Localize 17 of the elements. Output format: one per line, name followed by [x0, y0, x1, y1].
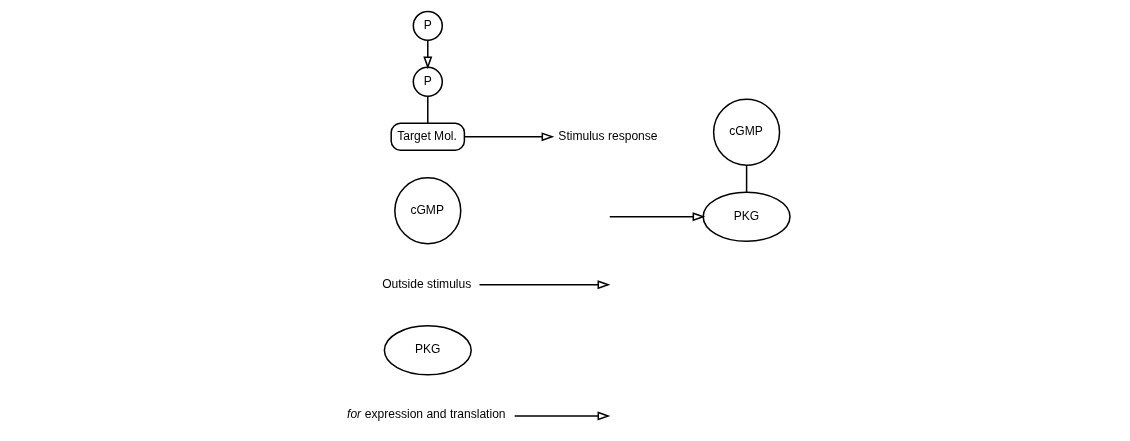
connector	[426, 95, 429, 124]
node-circle: P	[412, 10, 443, 42]
node-text: Outside stimulus	[381, 276, 471, 291]
arrow	[478, 280, 610, 290]
arrow	[422, 39, 432, 70]
arrow	[463, 132, 554, 142]
node-ellipse: PKG	[383, 325, 472, 376]
node-circle: cGMP	[393, 177, 461, 245]
node-box: Target Mol.	[389, 122, 465, 152]
node-circle: cGMP	[712, 98, 780, 166]
node-circle: P	[412, 66, 443, 97]
connector	[745, 164, 747, 193]
node-text: for expression and translation	[346, 407, 506, 422]
arrow	[608, 212, 705, 222]
arrow	[513, 411, 610, 421]
node-ellipse: PKG	[701, 191, 791, 243]
node-text: Stimulus response	[557, 128, 658, 143]
